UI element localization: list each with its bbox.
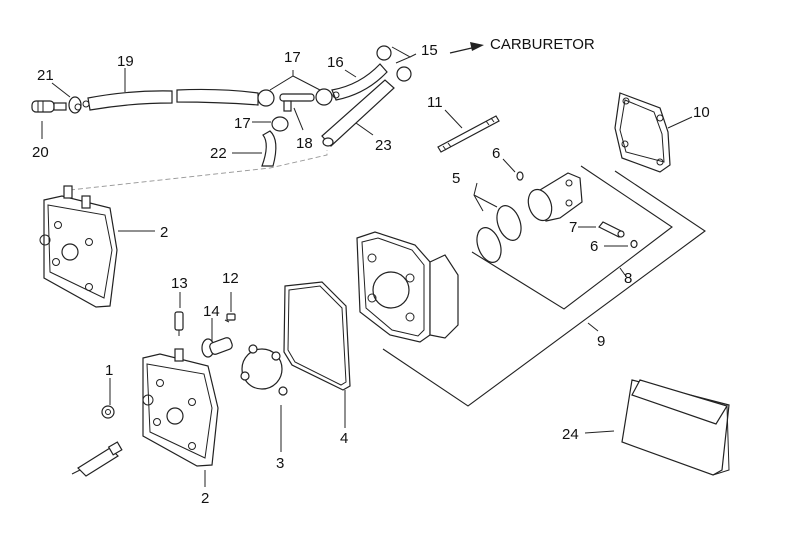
callout-10[interactable]: 10 xyxy=(693,104,710,121)
kit-9-bracket xyxy=(382,170,706,407)
part-17-clamps-upper[interactable] xyxy=(257,88,333,107)
part-2-cylinder-head-cover-lower[interactable] xyxy=(142,348,219,467)
callout-18[interactable]: 18 xyxy=(296,135,313,152)
part-16-hose[interactable] xyxy=(331,63,388,101)
callout-22[interactable]: 22 xyxy=(210,145,227,162)
part-24-gasket-kit[interactable] xyxy=(621,379,730,476)
part-6-clip-bottom[interactable] xyxy=(630,239,638,249)
part-22-hose[interactable] xyxy=(261,130,277,167)
callout-16[interactable]: 16 xyxy=(327,54,344,71)
callout-24[interactable]: 24 xyxy=(562,426,579,443)
callout-8[interactable]: 8 xyxy=(624,270,632,287)
part-6-clip-top[interactable] xyxy=(516,171,524,181)
part-5-piston-rings[interactable] xyxy=(473,202,526,265)
callout-12[interactable]: 12 xyxy=(222,270,239,287)
callout-15[interactable]: 15 xyxy=(421,42,438,59)
callout-17-upper[interactable]: 17 xyxy=(284,49,301,66)
part-3-head-gasket[interactable] xyxy=(240,344,288,396)
part-23-hose[interactable] xyxy=(321,79,395,147)
part-7-piston-pin[interactable] xyxy=(598,221,625,238)
leader-lines xyxy=(41,46,693,487)
callout-9[interactable]: 9 xyxy=(597,333,605,350)
part-17-clamp-lower[interactable] xyxy=(271,116,289,132)
part-piston[interactable] xyxy=(524,172,583,224)
part-12-bleed-screw[interactable] xyxy=(224,313,236,323)
part-19-coolant-hose[interactable] xyxy=(87,88,259,111)
part-4-base-gasket[interactable] xyxy=(283,281,351,391)
callout-21[interactable]: 21 xyxy=(37,67,54,84)
callout-4[interactable]: 4 xyxy=(340,430,348,447)
callout-17-lower[interactable]: 17 xyxy=(234,115,251,132)
part-21-clamp[interactable] xyxy=(68,96,90,114)
part-2-cylinder-head-cover-upper[interactable] xyxy=(39,185,118,308)
part-14-thermostat-cap[interactable] xyxy=(201,337,233,358)
part-18-t-fitting[interactable] xyxy=(279,93,315,112)
callout-14[interactable]: 14 xyxy=(203,303,220,320)
carburetor-label: CARBURETOR xyxy=(490,36,595,53)
callout-23[interactable]: 23 xyxy=(375,137,392,154)
callout-labels: 20 21 19 17 17 18 22 16 23 15 11 10 6 5 … xyxy=(32,42,710,507)
callout-2-upper[interactable]: 2 xyxy=(160,224,168,241)
callout-3[interactable]: 3 xyxy=(276,455,284,472)
carburetor-direction: CARBURETOR xyxy=(449,36,595,54)
part-1-nut[interactable] xyxy=(101,405,115,419)
callout-6-bottom[interactable]: 6 xyxy=(590,238,598,255)
callout-2-lower[interactable]: 2 xyxy=(201,490,209,507)
part-10-cylinder-gasket[interactable] xyxy=(614,92,671,173)
callout-20[interactable]: 20 xyxy=(32,144,49,161)
callout-11[interactable]: 11 xyxy=(427,94,443,111)
part-13-thermo-switch[interactable] xyxy=(174,311,184,336)
part-20-fitting[interactable] xyxy=(31,100,67,113)
part-spark-plug[interactable] xyxy=(71,441,123,477)
callout-5[interactable]: 5 xyxy=(452,170,460,187)
part-cylinder[interactable] xyxy=(356,231,459,343)
hose-routing-dashed-line xyxy=(69,150,328,191)
part-15-clamps[interactable] xyxy=(376,45,412,82)
callout-13[interactable]: 13 xyxy=(171,275,188,292)
callout-7[interactable]: 7 xyxy=(569,219,577,236)
kit-8-bracket xyxy=(471,165,673,310)
carburetor-arrow-head xyxy=(470,42,484,51)
callout-6-top[interactable]: 6 xyxy=(492,145,500,162)
callout-19[interactable]: 19 xyxy=(117,53,134,70)
part-11-stud-bolt[interactable] xyxy=(437,115,500,153)
callout-1[interactable]: 1 xyxy=(105,362,113,379)
